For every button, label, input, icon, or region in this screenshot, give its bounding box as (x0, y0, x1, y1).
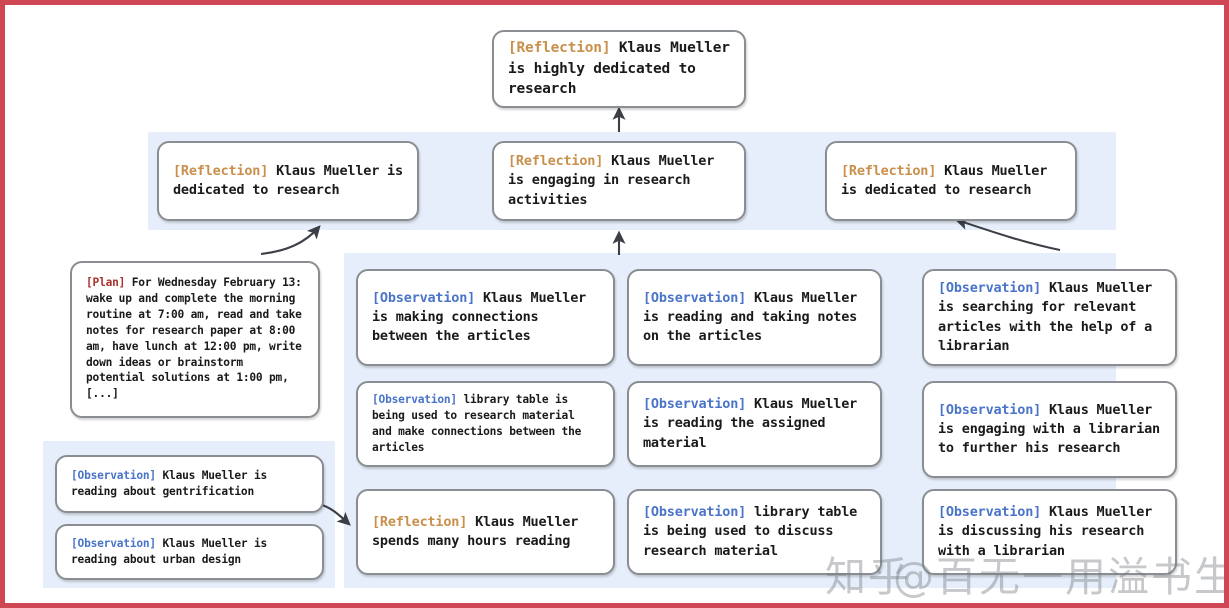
node-body: Klaus Mueller is searching for relevant … (938, 280, 1153, 354)
evidence-node-col3-2[interactable]: [Observation] Klaus Mueller is engaging … (922, 381, 1177, 478)
tag-observation: [Observation] (372, 393, 457, 407)
tag-reflection: [Reflection] (841, 162, 937, 179)
tag-observation: [Observation] (643, 504, 747, 521)
tag-observation: [Observation] (372, 289, 476, 306)
node-text: [Observation] Klaus Mueller is engaging … (938, 401, 1161, 458)
node-text: [Observation] Klaus Mueller is reading a… (71, 468, 308, 500)
node-text: [Observation] Klaus Mueller is discussin… (938, 503, 1161, 560)
node-body: Klaus Mueller is dedicated to research (841, 162, 1048, 198)
tag-observation: [Observation] (643, 289, 747, 306)
node-text: [Observation] Klaus Mueller is searching… (938, 279, 1161, 356)
tag-observation: [Observation] (71, 469, 156, 483)
left-observation-node-2[interactable]: [Observation] Klaus Mueller is reading a… (55, 524, 324, 580)
node-body: Klaus Mueller is reading the assigned ma… (643, 396, 858, 451)
node-text: [Observation] Klaus Mueller is reading a… (71, 536, 308, 568)
tag-reflection: [Reflection] (372, 513, 468, 530)
node-text: [Observation] library table is being use… (372, 392, 599, 456)
evidence-node-col1-3[interactable]: [Reflection] Klaus Mueller spends many h… (356, 489, 615, 575)
node-body: Klaus Mueller is reading and taking note… (643, 289, 858, 345)
left-observation-node-1[interactable]: [Observation] Klaus Mueller is reading a… (55, 455, 324, 513)
node-body: Klaus Mueller is reading about gentrific… (71, 469, 268, 498)
reflection-node-left[interactable]: [Reflection] Klaus Mueller is dedicated … (157, 141, 419, 221)
evidence-node-col2-2[interactable]: [Observation] Klaus Mueller is reading t… (627, 381, 882, 467)
node-text: [Observation] Klaus Mueller is making co… (372, 289, 599, 346)
tag-reflection: [Reflection] (173, 162, 269, 179)
evidence-node-col3-3[interactable]: [Observation] Klaus Mueller is discussin… (922, 489, 1177, 575)
node-body: Klaus Mueller is engaging in research ac… (508, 153, 715, 208)
evidence-node-col2-3[interactable]: [Observation] library table is being use… (627, 489, 882, 575)
tag-observation: [Observation] (938, 280, 1042, 297)
plan-node[interactable]: [Plan] For Wednesday February 13: wake u… (70, 261, 320, 418)
node-text: [Reflection] Klaus Mueller is engaging i… (508, 152, 730, 209)
node-text: [Reflection] Klaus Mueller is dedicated … (841, 162, 1061, 200)
evidence-node-col1-2[interactable]: [Observation] library table is being use… (356, 381, 615, 467)
node-text: [Reflection] Klaus Mueller is highly ded… (508, 38, 730, 100)
node-body: Klaus Mueller spends many hours reading (372, 513, 579, 549)
node-body: library table is being used to research … (372, 393, 582, 454)
node-body: Klaus Mueller is highly dedicated to res… (508, 40, 730, 98)
watermark-handle: @百无一用溢书生 (893, 553, 1229, 601)
tag-observation: [Observation] (938, 504, 1042, 521)
node-body: Klaus Mueller is discussing his research… (938, 504, 1153, 559)
node-text: [Observation] library table is being use… (643, 503, 866, 560)
node-body: Klaus Mueller is engaging with a librari… (938, 401, 1160, 457)
node-text: [Reflection] Klaus Mueller is dedicated … (173, 162, 403, 200)
node-body: For Wednesday February 13: wake up and c… (86, 276, 302, 401)
tag-observation: [Observation] (71, 537, 156, 551)
node-body: Klaus Mueller is dedicated to research (173, 162, 403, 198)
reflection-node-right[interactable]: [Reflection] Klaus Mueller is dedicated … (825, 141, 1077, 221)
node-text: [Plan] For Wednesday February 13: wake u… (86, 275, 304, 402)
node-text: [Observation] Klaus Mueller is reading a… (643, 289, 866, 346)
tag-observation: [Observation] (938, 401, 1042, 418)
node-body: Klaus Mueller is reading about urban des… (71, 537, 268, 566)
watermark-site: 知乎 (825, 553, 911, 601)
node-body: Klaus Mueller is making connections betw… (372, 289, 587, 345)
reflection-node-middle[interactable]: [Reflection] Klaus Mueller is engaging i… (492, 141, 746, 221)
tag-reflection: [Reflection] (508, 40, 611, 57)
evidence-node-col3-1[interactable]: [Observation] Klaus Mueller is searching… (922, 269, 1177, 366)
root-reflection-node[interactable]: [Reflection] Klaus Mueller is highly ded… (492, 30, 746, 108)
tag-observation: [Observation] (643, 396, 747, 413)
tag-reflection: [Reflection] (508, 153, 604, 170)
node-text: [Reflection] Klaus Mueller spends many h… (372, 513, 599, 551)
evidence-node-col1-1[interactable]: [Observation] Klaus Mueller is making co… (356, 269, 615, 366)
node-body: library table is being used to discuss r… (643, 504, 858, 559)
evidence-node-col2-1[interactable]: [Observation] Klaus Mueller is reading a… (627, 269, 882, 366)
tag-plan: [Plan] (86, 276, 126, 289)
node-text: [Observation] Klaus Mueller is reading t… (643, 395, 866, 452)
